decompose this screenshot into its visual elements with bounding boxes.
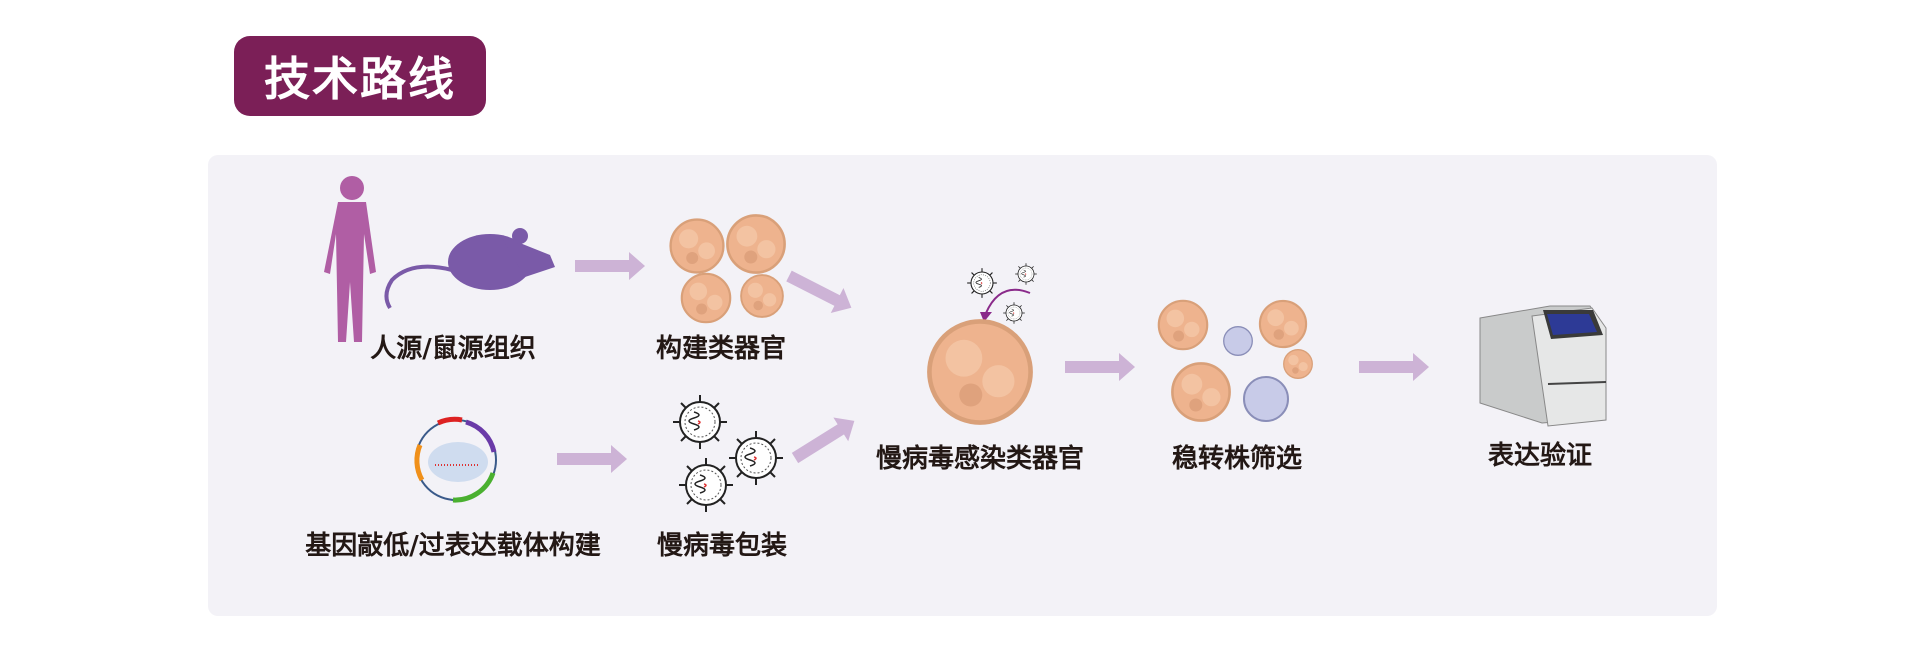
step-label-infect: 慢病毒感染类器官: [875, 444, 1085, 474]
human-silhouette-icon: [324, 176, 376, 342]
infected-organoid-icon: [929, 262, 1038, 422]
qpcr-instrument-icon: [1479, 305, 1607, 427]
step-label-screen: 稳转株筛选: [1171, 444, 1303, 474]
stable-cell-lines-icon: [1157, 299, 1313, 422]
mouse-silhouette-icon: [384, 228, 555, 310]
step-label-tissue: 人源/鼠源组织: [370, 334, 536, 364]
arrow-icon: [782, 263, 858, 321]
arrow-icon: [787, 409, 862, 470]
arrow-icon: [1065, 353, 1135, 381]
organoid-cluster-icon: [669, 214, 786, 324]
lentivirus-particles-icon: [672, 394, 784, 513]
arrow-icon: [575, 252, 645, 280]
step-label-vector: 基因敲低/过表达载体构建: [305, 531, 601, 561]
step-label-verify: 表达验证: [1487, 441, 1593, 471]
arrow-icon: [1359, 353, 1429, 381]
step-label-package: 慢病毒包装: [656, 531, 788, 561]
step-label-organoid: 构建类器官: [655, 334, 787, 364]
section-title-badge: 技术路线: [234, 36, 486, 116]
plasmid-vector-icon: [414, 416, 497, 503]
arrow-icon: [557, 445, 627, 473]
